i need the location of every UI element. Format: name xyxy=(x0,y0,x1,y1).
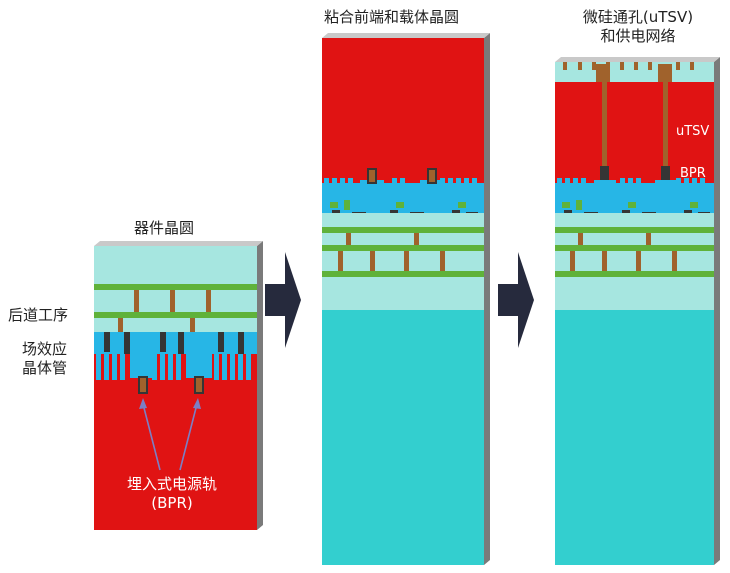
panel3-title-line1: 微硅通孔(uTSV) xyxy=(582,8,694,26)
bpr-callout-line2: (BPR) xyxy=(151,494,193,512)
utsv-pdn-block xyxy=(555,57,720,565)
fet-label: 场效应 晶体管 xyxy=(22,340,67,378)
bonded-carrier-block xyxy=(322,33,490,565)
beol-label: 后道工序 xyxy=(8,306,69,324)
bpr-label: BPR xyxy=(680,166,706,181)
bpr-callout: 埋入式电源轨 (BPR) xyxy=(112,475,232,513)
panel1-title: 器件晶圆 xyxy=(134,219,195,237)
panel2-title: 粘合前端和载体晶圆 xyxy=(324,8,460,26)
chevron-right-icon xyxy=(498,252,534,348)
device-wafer-block xyxy=(94,241,263,530)
fet-label-line1: 场效应 xyxy=(22,340,68,358)
utsv-label: uTSV xyxy=(676,124,710,139)
panel3-title-line2: 和供电网络 xyxy=(600,27,676,45)
chevron-right-icon xyxy=(265,252,301,348)
bpr-pointer-arrows xyxy=(139,398,201,471)
bpr-callout-line1: 埋入式电源轨 xyxy=(126,475,217,493)
fet-label-line2: 晶体管 xyxy=(22,359,68,377)
panel3-title: 微硅通孔(uTSV) 和供电网络 xyxy=(562,8,714,46)
